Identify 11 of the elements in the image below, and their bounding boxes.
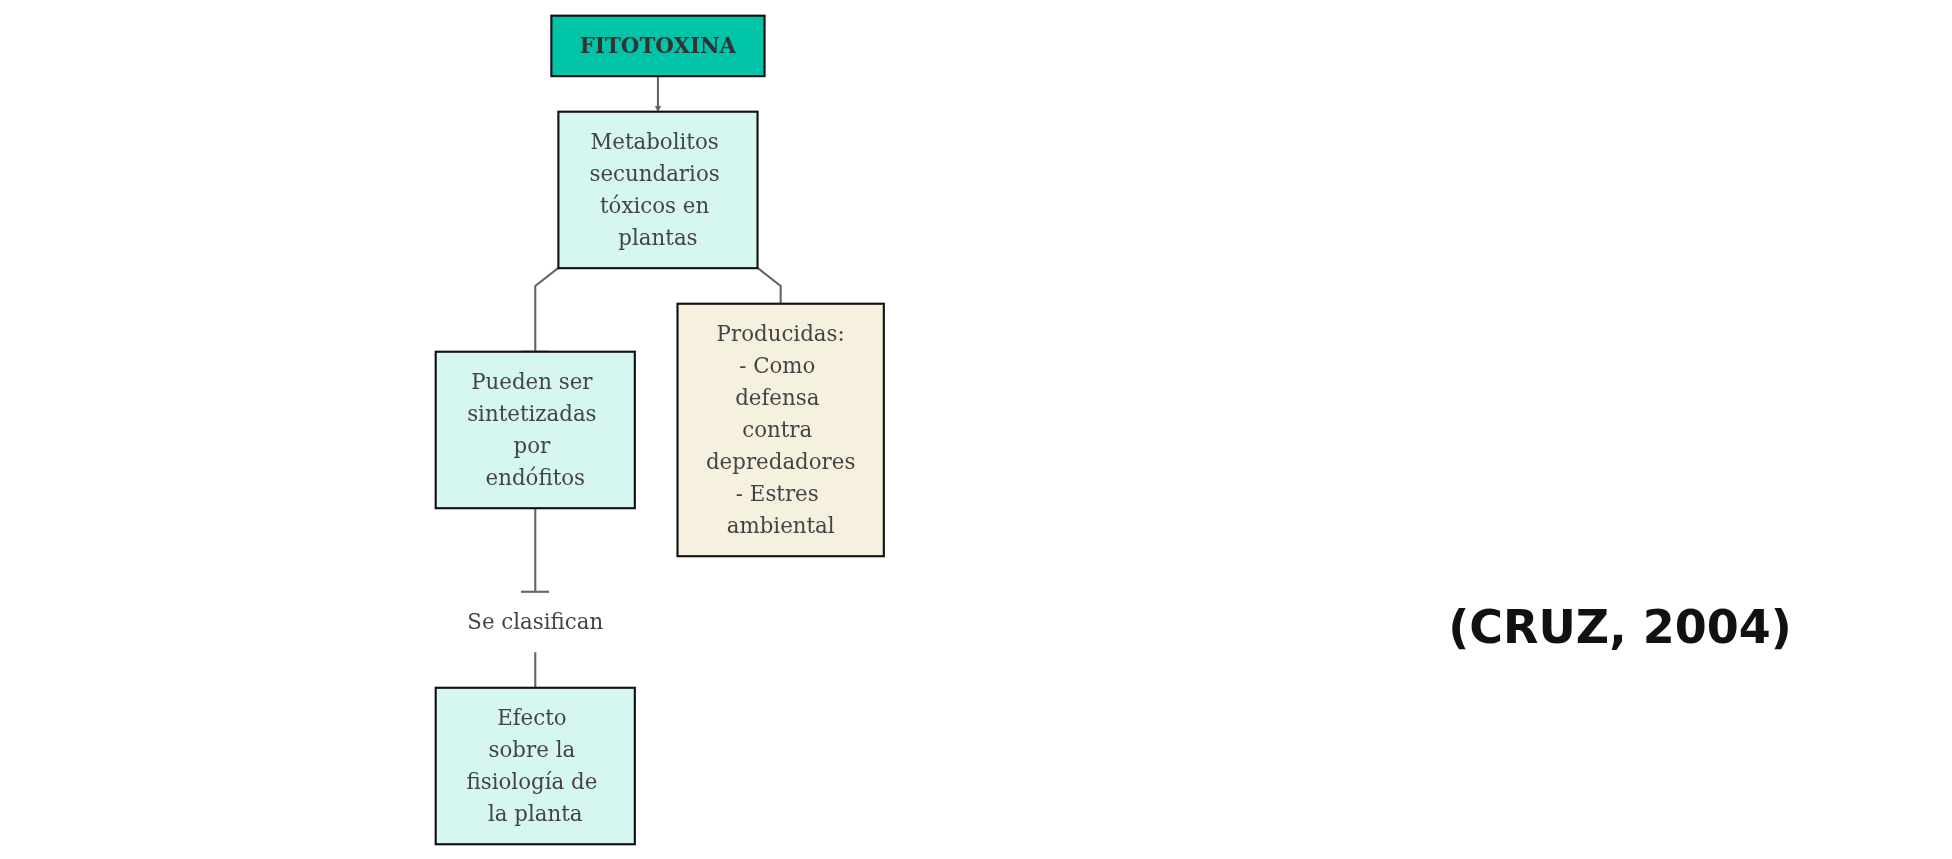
arrow bbox=[655, 76, 662, 112]
node-box: FITOTOXINA bbox=[550, 14, 766, 78]
connector bbox=[534, 652, 537, 688]
connector bbox=[520, 508, 551, 593]
connector bbox=[757, 267, 782, 304]
node-text: Se clasifican bbox=[467, 609, 604, 635]
node-box: Pueden ser sintetizadas por endófitos bbox=[434, 350, 637, 510]
node-box: Efecto sobre la fisiología de la planta bbox=[434, 686, 637, 846]
node-box: Metabolitos secundarios tóxicos en plantas bbox=[557, 110, 759, 270]
node-box: Producidas: - Como defensa contra depredadores - Estres ambiental bbox=[676, 302, 886, 558]
citation-text: (CRUZ, 2004) bbox=[1448, 600, 1792, 654]
